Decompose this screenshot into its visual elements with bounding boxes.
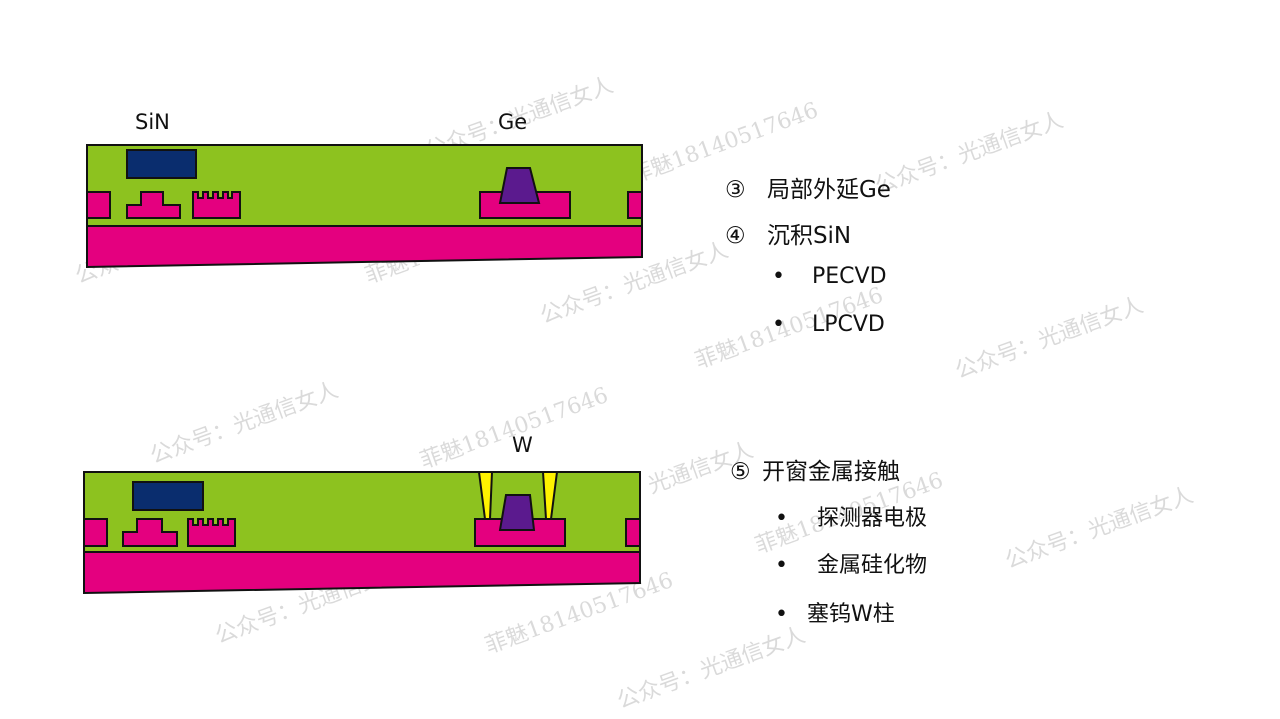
diagram-step-5 — [83, 471, 641, 595]
sin-waveguide — [132, 481, 204, 511]
step-text: 局部外延Ge — [766, 177, 891, 203]
tungsten-plug-left — [477, 471, 494, 520]
bullet-text: 塞钨W柱 — [806, 602, 895, 627]
bullet-text: LPCVD — [811, 312, 885, 337]
sin-waveguide — [126, 149, 197, 179]
bullet-item: • PECVD — [772, 264, 887, 289]
si-edge-left — [86, 191, 111, 219]
step-marker: ③ — [725, 177, 746, 203]
bullet-item: • 塞钨W柱 — [775, 596, 895, 628]
bullet-dot: • — [775, 506, 788, 531]
step-4: ④ 沉积SiN — [725, 216, 851, 250]
step-3: ③ 局部外延Ge — [725, 170, 891, 204]
label-w: W — [512, 433, 533, 457]
bullet-dot: • — [775, 553, 788, 578]
si-edge-left — [83, 518, 108, 547]
rib-waveguide — [122, 518, 178, 547]
grating-coupler — [192, 191, 241, 219]
bullet-item: • 探测器电极 — [775, 500, 927, 532]
diagram-step-3-4 — [86, 144, 643, 269]
silicon-substrate — [86, 225, 643, 269]
step-text: 沉积SiN — [766, 223, 852, 249]
silicon-substrate — [83, 551, 641, 595]
si-edge-right — [627, 191, 643, 219]
bullet-text: 探测器电极 — [816, 506, 927, 531]
bullet-item: • LPCVD — [772, 312, 885, 337]
bullet-text: 金属硅化物 — [816, 553, 927, 578]
si-edge-right — [625, 518, 641, 547]
step-marker: ④ — [725, 223, 746, 249]
bullet-item: • 金属硅化物 — [775, 547, 927, 579]
bullet-dot: • — [772, 312, 785, 337]
bullet-text: PECVD — [811, 264, 887, 289]
step-text: 开窗金属接触 — [761, 459, 900, 485]
rib-waveguide — [126, 191, 181, 219]
bullet-dot: • — [775, 602, 788, 627]
grating-coupler — [187, 518, 236, 547]
label-sin: SiN — [135, 110, 170, 134]
ge-epi — [498, 494, 536, 531]
tungsten-plug-right — [541, 471, 559, 520]
bullet-dot: • — [772, 264, 785, 289]
step-marker: ⑤ — [730, 459, 751, 485]
label-ge: Ge — [498, 110, 528, 134]
ge-epi — [498, 167, 541, 204]
step-5: ⑤ 开窗金属接触 — [730, 452, 900, 486]
